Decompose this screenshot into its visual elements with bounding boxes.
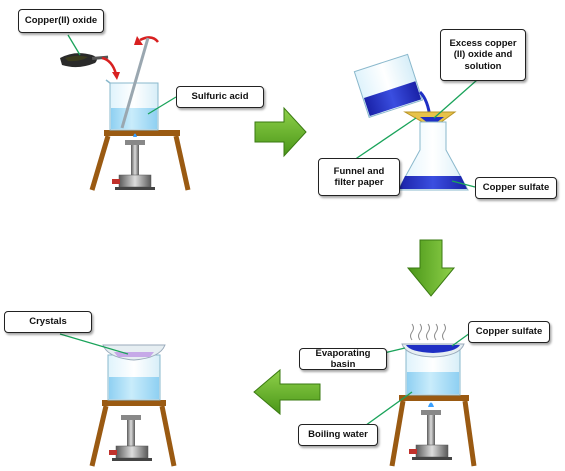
stage-4-apparatus (89, 344, 177, 467)
bunsen-burner-icon (112, 133, 155, 190)
steam-icon (410, 323, 446, 341)
conical-flask-icon (397, 121, 469, 191)
evaporating-basin-icon (401, 343, 465, 358)
beaker-icon (405, 349, 461, 396)
stage-2-apparatus (353, 53, 469, 191)
arrow-head-icon (134, 36, 143, 45)
pouring-beaker-icon (353, 53, 424, 118)
tripod-icon (389, 395, 477, 467)
label-evaporating-basin: Evaporating basin (299, 348, 387, 370)
stirring-rod-icon (120, 37, 150, 129)
spatula-icon (60, 53, 109, 68)
green-arrow-icon (253, 368, 321, 416)
rotation-arrow-icon (139, 36, 159, 43)
label-funnel-filter: Funnel and filter paper (318, 158, 400, 196)
arrow-head-icon (112, 72, 120, 80)
tripod-icon (89, 130, 191, 191)
label-boiling-water: Boiling water (298, 424, 378, 446)
stage-1-apparatus (60, 36, 191, 191)
beaker-icon (105, 79, 159, 131)
stage-3-apparatus (389, 323, 477, 467)
label-crystals: Crystals (4, 311, 92, 333)
label-copper-oxide: Copper(II) oxide (18, 9, 104, 33)
tripod-icon (89, 400, 177, 467)
label-excess-copper: Excess copper (II) oxide and solution (440, 29, 526, 81)
green-arrow-icon (254, 106, 307, 158)
beaker-icon (107, 354, 161, 401)
label-copper-sulfate-basin: Copper sulfate (468, 321, 550, 343)
bunsen-burner-icon (109, 415, 152, 461)
curved-arrow-icon (101, 56, 118, 75)
label-copper-sulfate-flask: Copper sulfate (475, 177, 557, 199)
bunsen-burner-icon (409, 402, 452, 460)
green-arrow-icon (406, 239, 456, 297)
label-sulfuric-acid: Sulfuric acid (176, 86, 264, 108)
